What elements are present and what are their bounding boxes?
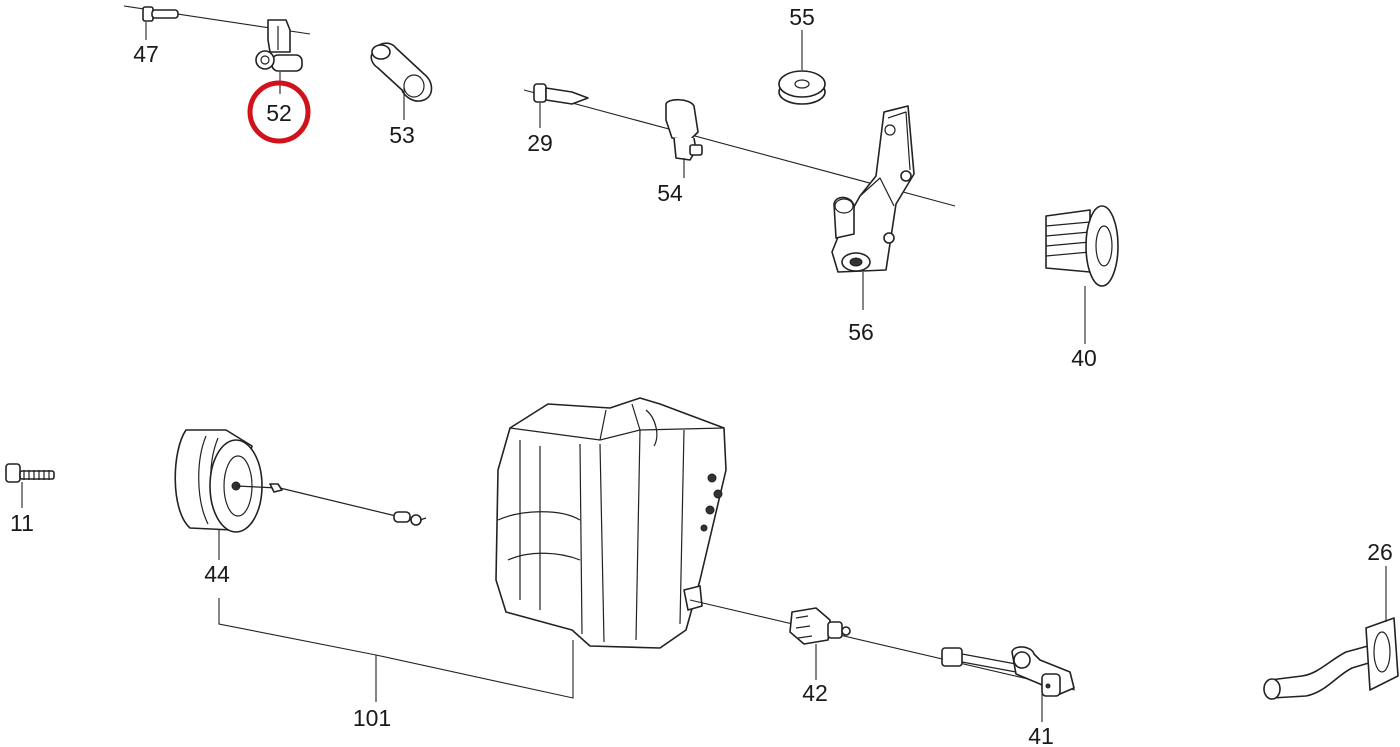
bolt-29[interactable] [533, 83, 589, 105]
assembly-axis-line [689, 599, 1076, 691]
washer-55[interactable] [778, 70, 826, 105]
highlight-circle-52 [247, 80, 311, 144]
part-number-44: 44 [204, 561, 230, 587]
clamp-54[interactable] [665, 98, 703, 161]
lever-assembly-56[interactable] [831, 105, 915, 273]
elbow-53[interactable] [370, 42, 433, 102]
part-number-41: 41 [1028, 723, 1054, 747]
bent-pipe-26[interactable] [1263, 617, 1399, 700]
screw-47[interactable] [142, 6, 179, 22]
part-number-29: 29 [527, 130, 553, 156]
part-number-47: 47 [133, 41, 159, 67]
part-number-42: 42 [802, 680, 828, 706]
coupling-42[interactable] [789, 607, 851, 645]
part-number-56: 56 [848, 319, 874, 345]
bracket-52[interactable] [255, 19, 303, 72]
part-number-11: 11 [10, 510, 34, 536]
part-number-54: 54 [657, 180, 683, 206]
part-number-26: 26 [1367, 539, 1393, 565]
group-bracket-101 [218, 598, 574, 702]
part-number-53: 53 [389, 122, 415, 148]
housing-block[interactable] [495, 397, 727, 649]
cap-with-cable-44[interactable] [174, 429, 427, 533]
threaded-fitting-40[interactable] [1045, 205, 1119, 287]
part-number-101: 101 [353, 705, 391, 731]
part-number-40: 40 [1071, 345, 1097, 371]
screw-11[interactable] [5, 463, 55, 483]
part-number-55: 55 [789, 4, 815, 30]
rod-joint-41[interactable] [941, 646, 1075, 697]
part-number-52: 52 [266, 100, 292, 126]
